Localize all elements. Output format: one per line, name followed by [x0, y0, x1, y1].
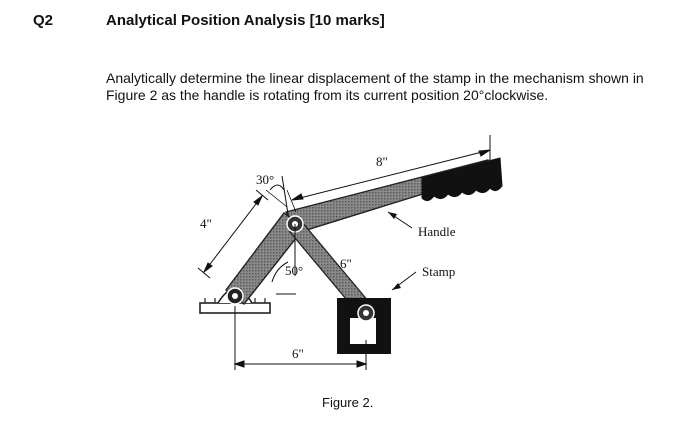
question-number: Q2 — [33, 12, 54, 29]
dimension-crank — [197, 189, 288, 279]
label-angle-top: 30° — [256, 172, 274, 187]
figure-caption: Figure 2. — [322, 395, 373, 410]
label-coupler-length: 6" — [340, 256, 352, 271]
dimension-ground-offset — [233, 360, 368, 368]
label-ground-offset: 6" — [292, 346, 304, 361]
label-crank-length: 4" — [200, 216, 212, 231]
label-stamp: Stamp — [422, 264, 455, 279]
label-angle-bottom: 50° — [285, 263, 303, 278]
question-prompt: Analytically determine the linear displa… — [106, 70, 644, 103]
question-title: Analytical Position Analysis [10 marks] — [106, 12, 385, 29]
handle-grip — [421, 157, 503, 202]
label-handle: Handle — [418, 224, 456, 239]
dimension-handle — [286, 135, 491, 213]
label-handle-length: 8" — [376, 154, 388, 169]
